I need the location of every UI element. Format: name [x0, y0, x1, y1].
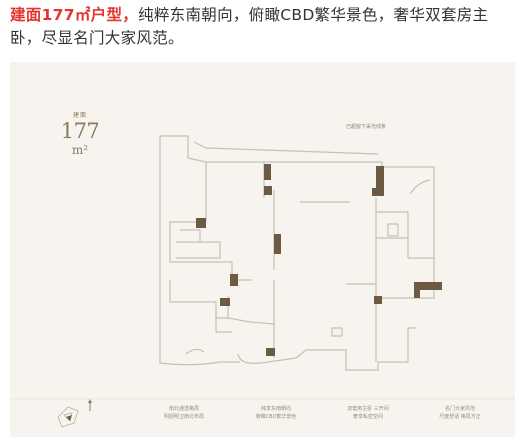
outer-wall-south — [237, 327, 416, 371]
area-number: 177 — [60, 119, 100, 143]
unit-type-label: 建面 177 m² — [60, 110, 100, 157]
column-10 — [220, 298, 230, 306]
fixture-sink — [331, 327, 343, 337]
feature-note: 纯享东南朝向 俯瞰CBD繁华景色 — [238, 405, 314, 421]
fixture-cabinet — [180, 229, 201, 242]
feature-notes: 南北通透格局 明厨明卫南北布局 纯享东南朝向 俯瞰CBD繁华景色 双套房主卧 三… — [146, 405, 506, 421]
column-4 — [372, 188, 384, 196]
column-5 — [414, 282, 442, 290]
column-6 — [414, 282, 420, 298]
interior-wall-h — [346, 283, 377, 362]
view-note: 已超窗下采光线条 — [346, 124, 387, 130]
feature-note-line: 纯享东南朝向 — [260, 406, 291, 412]
outer-wall-north — [160, 135, 383, 167]
outer-wall-west — [159, 136, 240, 366]
interior-wall-a — [169, 204, 207, 262]
interior-wall-j — [376, 211, 409, 258]
interior-wall-g — [227, 296, 275, 325]
column-3 — [376, 166, 384, 196]
feature-note-line: 尺度舒适 格局方正 — [439, 414, 481, 420]
fixture-toilet — [387, 223, 399, 237]
unit-type-small: 建面 — [72, 112, 87, 119]
interior-wall-f — [169, 280, 228, 319]
floor-plan-drawing — [10, 135, 515, 400]
column-11 — [374, 296, 382, 304]
fixture-bath — [215, 310, 232, 333]
feature-note: 双套房主卧 三开间 奢享私密空间 — [330, 405, 406, 421]
fixture-kitchen — [176, 241, 221, 259]
column-9 — [230, 274, 238, 286]
door-swing-2 — [185, 348, 205, 355]
feature-note-line: 南北通透格局 — [168, 406, 199, 412]
column-2 — [264, 186, 272, 195]
article-highlight: 建面177㎡户型， — [10, 6, 139, 24]
floor-plan-card: 建面 177 m² 已超窗下采光线条 南北通透格局 明厨明卫南北布局 纯享东南朝… — [10, 62, 515, 437]
feature-note-line: 名门大家风范 — [444, 406, 475, 412]
outer-wall-east-upper — [382, 166, 435, 279]
feature-note-line: 俯瞰CBD繁华景色 — [255, 414, 297, 420]
feature-note-line: 明厨明卫南北布局 — [163, 414, 204, 420]
area-unit: m² — [71, 143, 89, 157]
interior-wall-b — [170, 261, 252, 281]
article-body: 纯粹东南朝向，俯瞰CBD繁华景色，奢华双套房主卧，尽显名门大家风范。 — [10, 6, 489, 47]
column-8 — [274, 234, 281, 254]
column-1 — [264, 164, 271, 180]
site-location-icon — [57, 399, 92, 428]
feature-note-line: 奢享私密空间 — [352, 414, 383, 420]
balcony-edge — [193, 141, 379, 155]
article-paragraph: 建面177㎡户型，纯粹东南朝向，俯瞰CBD繁华景色，奢华双套房主卧，尽显名门大家… — [10, 4, 515, 50]
feature-note: 名门大家风范 尺度舒适 格局方正 — [422, 405, 498, 421]
door-swing-1 — [409, 179, 431, 195]
column-12 — [266, 348, 275, 356]
feature-note-line: 双套房主卧 三开间 — [347, 406, 389, 412]
column-7 — [196, 218, 206, 228]
feature-note: 南北通透格局 明厨明卫南北布局 — [146, 405, 222, 421]
